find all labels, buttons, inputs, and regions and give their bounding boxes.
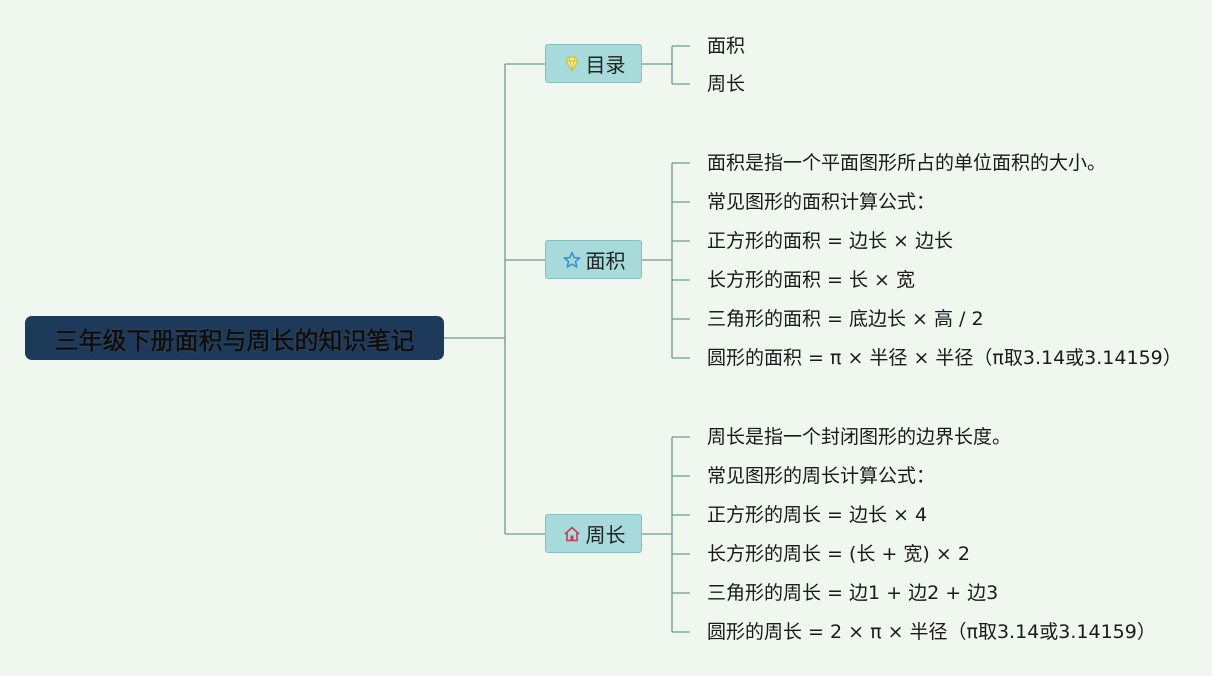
- leaf-perimeter-triangle[interactable]: 三角形的周长 = 边1 + 边2 + 边3: [707, 582, 999, 604]
- leaf-toc-item[interactable]: 周长: [707, 73, 746, 95]
- star-icon: [562, 250, 582, 270]
- leaf-area-formulas-heading[interactable]: 常见图形的面积计算公式：: [707, 191, 936, 213]
- leaf-area-circle[interactable]: 圆形的面积 = π × 半径 × 半径（π取3.14或3.14159）: [707, 347, 1182, 369]
- branch-node-toc[interactable]: 目录: [545, 44, 642, 83]
- leaf-perimeter-circle[interactable]: 圆形的周长 = 2 × π × 半径（π取3.14或3.14159）: [707, 621, 1156, 643]
- branch-node-perimeter[interactable]: 周长: [545, 514, 642, 553]
- house-icon: [562, 524, 582, 544]
- leaf-toc-item[interactable]: 面积: [707, 35, 746, 57]
- root-node[interactable]: 三年级下册面积与周长的知识笔记: [25, 316, 444, 360]
- leaf-area-rectangle[interactable]: 长方形的面积 = 长 × 宽: [707, 269, 915, 291]
- leaf-area-definition[interactable]: 面积是指一个平面图形所占的单位面积的大小。: [707, 152, 1107, 174]
- gem-icon: [562, 54, 582, 74]
- leaf-area-square[interactable]: 正方形的面积 = 边长 × 边长: [707, 230, 953, 252]
- leaf-perimeter-rectangle[interactable]: 长方形的周长 = (长 + 宽) × 2: [707, 543, 970, 565]
- leaf-perimeter-definition[interactable]: 周长是指一个封闭图形的边界长度。: [707, 426, 1012, 448]
- root-title: 三年级下册面积与周长的知识笔记: [54, 326, 415, 355]
- branch-label-perimeter: 周长: [585, 523, 626, 547]
- branch-label-toc: 目录: [585, 53, 626, 77]
- leaf-perimeter-square[interactable]: 正方形的周长 = 边长 × 4: [707, 504, 928, 526]
- leaf-area-triangle[interactable]: 三角形的面积 = 底边长 × 高 / 2: [707, 308, 984, 330]
- leaf-perimeter-formulas-heading[interactable]: 常见图形的周长计算公式：: [707, 465, 936, 487]
- branch-node-area[interactable]: 面积: [545, 240, 642, 279]
- branch-label-area: 面积: [585, 249, 626, 273]
